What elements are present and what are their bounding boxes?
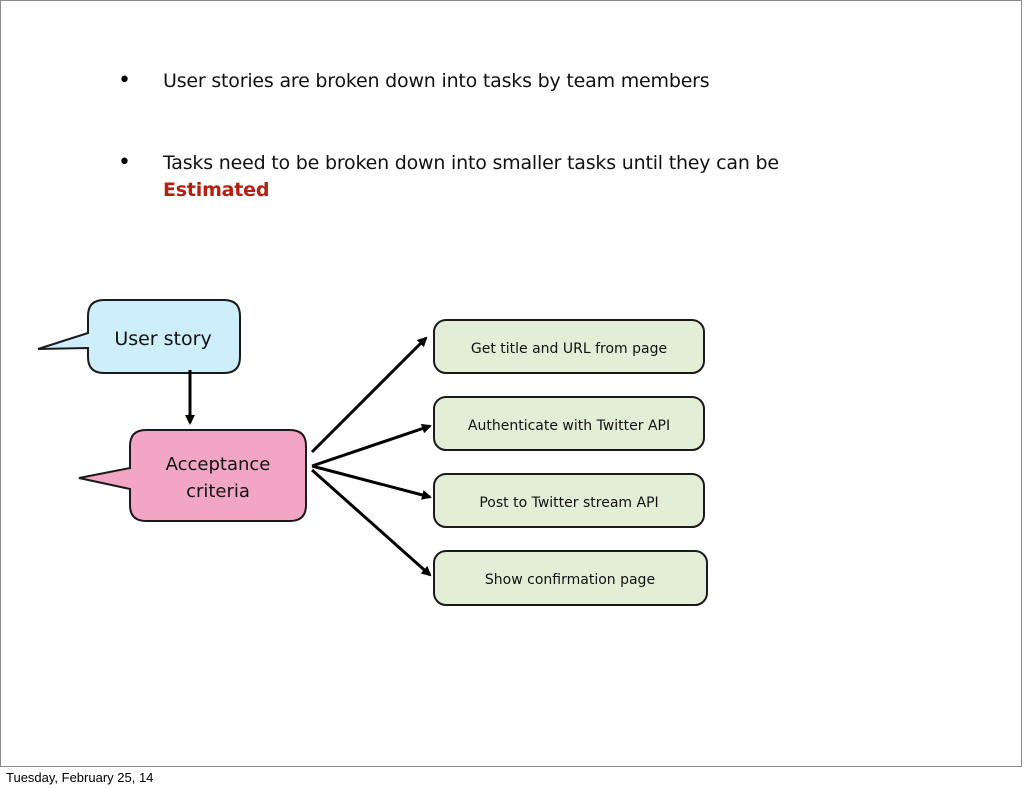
task-box: Show confirmation page <box>433 550 708 606</box>
bullet-marker: • <box>118 150 131 175</box>
task-label: Show confirmation page <box>485 572 655 588</box>
footer-date: Tuesday, February 25, 14 <box>6 770 154 785</box>
task-label: Get title and URL from page <box>471 341 667 357</box>
acceptance-criteria-bubble: Acceptance criteria <box>78 429 307 522</box>
task-box: Get title and URL from page <box>433 319 705 374</box>
arrow-to-task-4 <box>311 468 432 577</box>
task-box: Post to Twitter stream API <box>433 473 705 528</box>
arrow-to-task-1 <box>310 336 428 454</box>
acceptance-label-line-1: Acceptance <box>166 454 271 475</box>
slide-frame <box>0 0 1022 767</box>
bullet-marker: • <box>118 68 131 93</box>
user-story-bubble: User story <box>37 299 241 374</box>
bullet-text: User stories are broken down into tasks … <box>163 70 710 92</box>
bullet-text: Tasks need to be broken down into smalle… <box>163 152 779 174</box>
task-label: Post to Twitter stream API <box>479 495 658 511</box>
user-story-label: User story <box>114 328 211 350</box>
highlight-text: Estimated <box>163 179 270 201</box>
arrow-to-task-2 <box>311 423 432 468</box>
task-box: Authenticate with Twitter API <box>433 396 705 451</box>
acceptance-label-line-2: criteria <box>186 481 250 502</box>
arrow-to-task-3 <box>311 464 432 500</box>
task-label: Authenticate with Twitter API <box>468 418 670 434</box>
